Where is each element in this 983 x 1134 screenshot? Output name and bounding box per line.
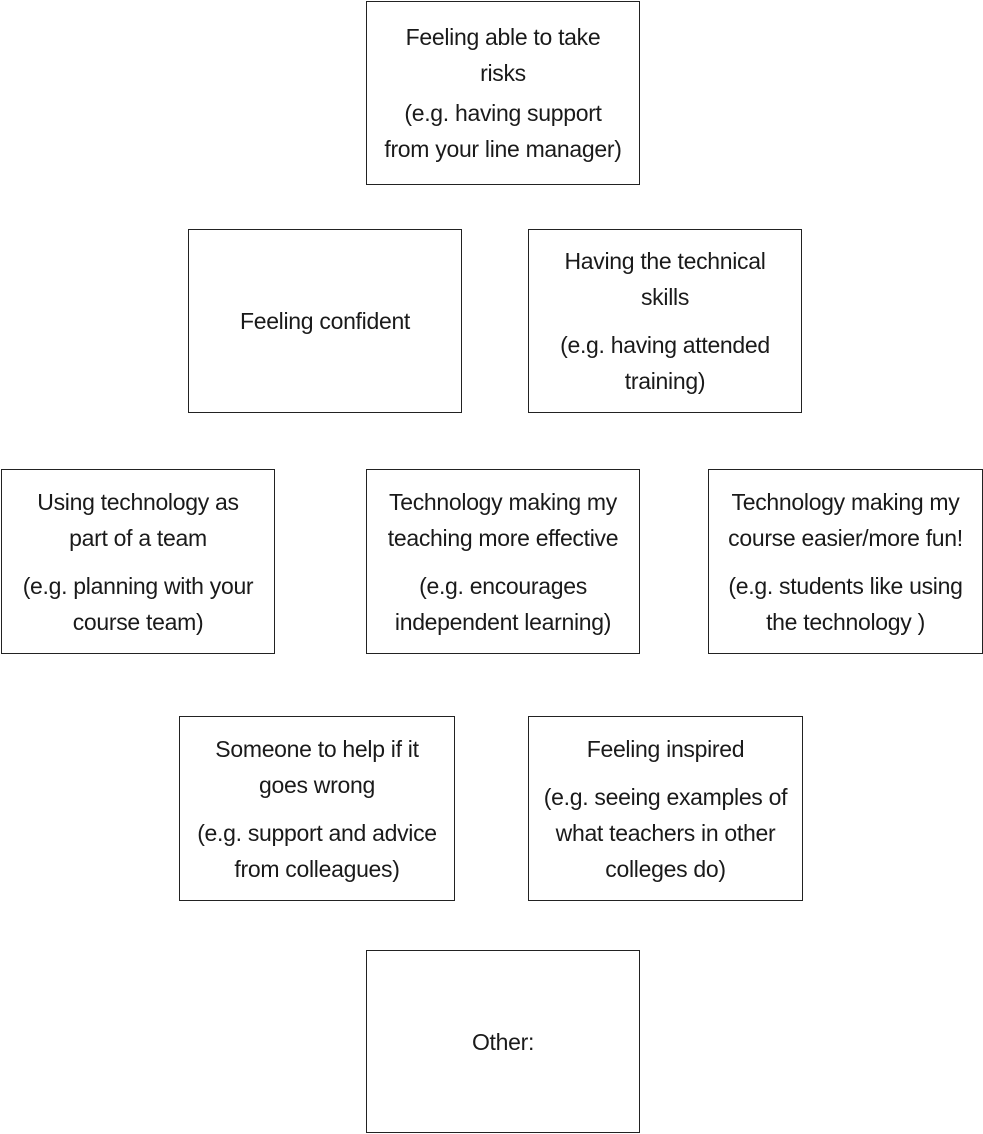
- card-title: Someone to help if it goes wrong: [215, 735, 419, 798]
- card-example: (e.g. encourages independent learning): [394, 572, 612, 635]
- card-technical-skills: Having the technical skills (e.g. having…: [528, 229, 802, 413]
- card-title: Having the technical skills: [564, 248, 766, 310]
- card-title: Technology making my course easier/more …: [728, 488, 963, 551]
- card-example: (e.g. seeing examples of what teachers i…: [543, 783, 788, 882]
- card-teaching-more-effective: Technology making my teaching more effec…: [366, 469, 640, 654]
- card-example: (e.g. support and advice from colleagues…: [197, 819, 437, 882]
- card-example: (e.g. having attended training): [560, 332, 770, 394]
- card-feeling-confident: Feeling confident: [188, 229, 462, 413]
- card-course-easier-more-fun: Technology making my course easier/more …: [708, 469, 983, 654]
- card-title: Feeling inspired: [586, 735, 745, 762]
- card-title: Feeling able to take risks: [405, 24, 601, 86]
- card-feeling-able-to-take-risks: Feeling able to take risks (e.g. having …: [366, 1, 640, 185]
- card-technology-as-team: Using technology as part of a team (e.g.…: [1, 469, 275, 654]
- card-example: (e.g. students like using the technology…: [728, 572, 963, 635]
- card-title: Using technology as part of a team: [37, 488, 239, 551]
- card-other: Other:: [366, 950, 640, 1133]
- card-example: (e.g. planning with your course team): [22, 572, 254, 635]
- card-title: Technology making my teaching more effec…: [387, 488, 619, 551]
- card-feeling-inspired: Feeling inspired (e.g. seeing examples o…: [528, 716, 803, 901]
- card-title: Feeling confident: [239, 308, 411, 334]
- card-example: (e.g. having support from your line mana…: [384, 100, 622, 162]
- card-someone-to-help: Someone to help if it goes wrong (e.g. s…: [179, 716, 455, 901]
- card-title: Other:: [471, 1028, 535, 1055]
